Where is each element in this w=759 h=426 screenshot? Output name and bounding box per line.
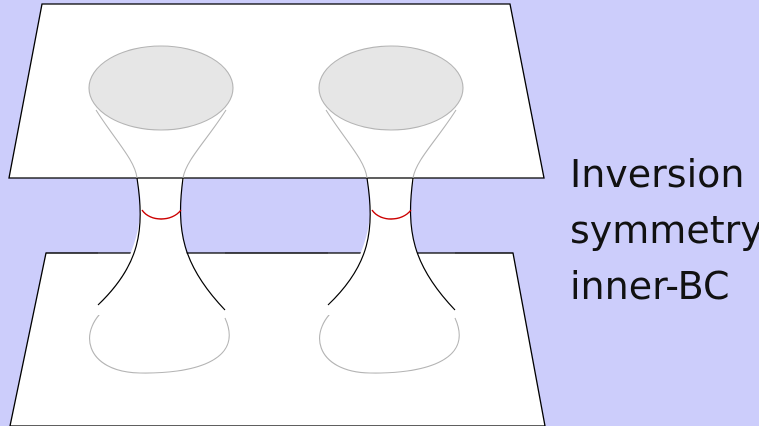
caption-line-1: Inversion [570, 152, 745, 196]
left-wormhole [88, 45, 234, 311]
right-throat-ring [371, 209, 412, 220]
right-wormhole-lower-mouth [319, 304, 460, 374]
left-wormhole-upper-mouth [88, 45, 234, 131]
caption-line-3: inner-BC [570, 264, 730, 308]
left-wormhole-neck [90, 105, 232, 315]
caption-line-2: symmetry [570, 208, 759, 252]
left-throat-ring [141, 209, 182, 220]
left-wormhole-lower-mouth [89, 304, 230, 374]
right-wormhole [318, 45, 464, 311]
lower-sheet [9, 252, 546, 426]
right-wormhole-upper-mouth [318, 45, 464, 131]
right-wormhole-neck [320, 105, 462, 315]
caption: Inversion symmetry inner-BC [570, 146, 759, 314]
